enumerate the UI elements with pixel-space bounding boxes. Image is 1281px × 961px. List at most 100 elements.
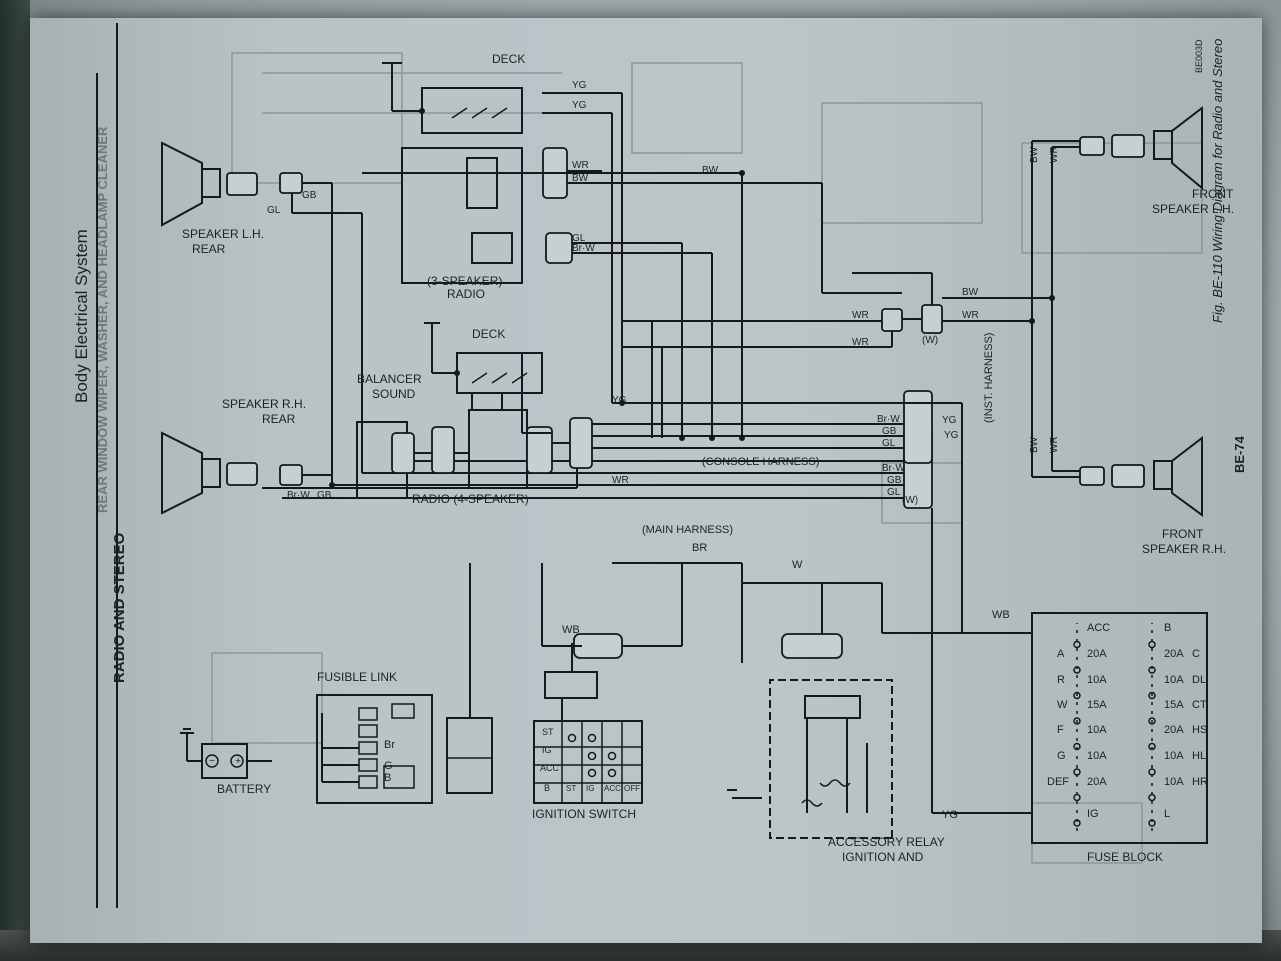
rear-speaker-lh-plug	[279, 172, 303, 194]
wire-brw-con: Br·W	[877, 414, 900, 425]
wire-yg-con: YG	[942, 415, 957, 426]
fuse-r-1: 20A	[1164, 648, 1184, 660]
fuse-rt-5: HL	[1192, 750, 1206, 762]
fuse-r-3: 15A	[1164, 699, 1184, 711]
wire-wr-r3: WR	[572, 160, 589, 171]
fuse-terminal	[1148, 717, 1156, 725]
wire-bw-top: BW	[702, 165, 719, 176]
fuse-lt-6: DEF	[1047, 776, 1069, 788]
wire-wr-inst2: WR	[852, 337, 869, 348]
fusible-link-box	[316, 694, 433, 804]
fusible-link-group: Br G B FUSIBLE LINK	[316, 670, 433, 804]
fuse-lt-5: G	[1057, 750, 1066, 762]
relay-dashed-box	[769, 679, 893, 839]
ign-row-ig: IG	[542, 745, 552, 755]
rear-speaker-lh-connector	[226, 172, 258, 196]
wire-yg-1: YG	[942, 809, 958, 821]
fuse-terminal	[1073, 793, 1081, 802]
front-speaker-rh-group: FRONT SPEAKER R.H. BW WR	[1029, 298, 1226, 556]
radio-3sp-plug	[466, 157, 498, 209]
fusible-code-br: Br	[384, 739, 395, 751]
fuse-rt-4: HS	[1192, 724, 1207, 736]
page-heading: RADIO AND STEREO	[111, 532, 128, 683]
fusible-code-g: G	[384, 760, 393, 772]
figure-caption: Fig. BE-110 Wiring Diagram for Radio and…	[1210, 39, 1225, 323]
rear-sp-lh-line1: REAR	[192, 242, 226, 256]
wire-bw-inst: BW	[962, 287, 979, 298]
rear-sp-lh-line2: SPEAKER L.H.	[182, 227, 264, 241]
rear-speaker-lh-group: REAR SPEAKER L.H. GB GL	[161, 141, 363, 473]
inst-connector-b	[881, 308, 903, 332]
wire-brw-r3: Br·W	[572, 243, 595, 254]
fuse-l-4: 10A	[1087, 724, 1107, 736]
relay-label-line2: ACCESSORY RELAY	[828, 835, 945, 849]
bus-wiring	[329, 92, 1055, 633]
fuse-r-2: 10A	[1164, 674, 1184, 686]
wire-brw-main: Br·W	[882, 463, 905, 474]
wire-gl-r3: GL	[572, 233, 586, 244]
fuse-l-1: 20A	[1087, 648, 1107, 660]
wire-bw-r3: BW	[572, 173, 589, 184]
fuse-terminal	[1073, 640, 1081, 649]
deck-top-box	[421, 87, 523, 134]
w-inst-label: (W)	[922, 335, 938, 346]
ign-row-st: ST	[542, 727, 554, 737]
radio-3sp-jack	[471, 232, 513, 264]
deck-mid-label: DECK	[472, 327, 505, 341]
radio-4sp-group: RADIO (4-SPEAKER) SOUND BALANCER DECK	[356, 322, 553, 506]
deck-mid-box	[456, 352, 543, 394]
fuse-right-labels: B 20A 10A 15A 20A 10A 10A L C DL CT HS H…	[1164, 622, 1208, 820]
radio-3sp-box	[401, 147, 523, 284]
fuse-terminal	[1148, 640, 1156, 649]
relay-label-line1: IGNITION AND	[842, 850, 924, 864]
section-title: Body Electrical System	[72, 229, 91, 403]
front-speaker-lh-magnet	[1153, 130, 1173, 160]
radio-4sp-conn-a	[526, 426, 553, 474]
rear-sp-rh-line1: REAR	[262, 412, 296, 426]
fuse-r-6: 10A	[1164, 776, 1184, 788]
radio-4sp-label: RADIO (4-SPEAKER)	[412, 492, 529, 506]
wire-wr-fl: WR	[1049, 146, 1060, 163]
wire-yg-deck1: YG	[572, 80, 587, 91]
wire-gb-con: GB	[882, 426, 897, 437]
fuse-terminal	[1148, 691, 1156, 700]
balancer-line2: BALANCER	[357, 372, 422, 386]
front-speaker-rh-cone	[1171, 435, 1203, 517]
fuse-l-2: 10A	[1087, 674, 1107, 686]
fuse-lt-3: W	[1057, 699, 1068, 711]
main-harness-label: (MAIN HARNESS)	[642, 524, 733, 536]
fuse-rt-1: C	[1192, 648, 1200, 660]
radio-3sp-line2: (3-SPEAKER)	[427, 274, 502, 288]
fuse-terminal	[1073, 717, 1081, 725]
fusible-link-label: FUSIBLE LINK	[317, 670, 397, 684]
wire-gb-rl: GB	[302, 190, 317, 201]
balancer-line1: SOUND	[372, 387, 416, 401]
wire-gl-main: GL	[887, 487, 901, 498]
book-spine-edge	[0, 0, 30, 961]
fuse-left-labels: ACC 20A 10A 15A 10A 10A 20A IG A R W F G…	[1047, 622, 1110, 820]
wire-wb-2: WB	[562, 624, 580, 636]
fuse-r-4: 20A	[1164, 724, 1184, 736]
fuse-l-7: IG	[1087, 808, 1099, 820]
wire-wr-inst3: WR	[962, 310, 979, 321]
ignition-switch-table	[533, 720, 643, 804]
rear-speaker-lh-magnet	[201, 168, 221, 198]
battery-label: BATTERY	[217, 782, 271, 796]
ignition-switch-group: ST IG ACC B ST IG ACC OFF IGNITION SWITC…	[532, 643, 643, 821]
power-wiring: WB W BR WB YG	[541, 508, 1032, 821]
fuse-lt-1: A	[1057, 648, 1065, 660]
fuse-l-5: 10A	[1087, 750, 1107, 762]
front-speaker-lh-plug	[1079, 136, 1105, 156]
wire-bw-fl: BW	[1029, 146, 1040, 163]
fuse-block-label: FUSE BLOCK	[1087, 850, 1163, 864]
battery-group: + − BATTERY	[180, 728, 272, 796]
rear-speaker-rh-group: REAR SPEAKER R.H. GB Br·W	[161, 198, 333, 515]
fuse-r-7: L	[1164, 808, 1170, 820]
wire-wb-1: WB	[992, 609, 1010, 621]
wire-wr-inst1: WR	[852, 310, 869, 321]
console-connector-a	[569, 417, 593, 469]
fusible-code-b: B	[384, 772, 391, 784]
radio-4sp-conn-b	[431, 426, 455, 474]
sound-balancer-connector	[391, 432, 415, 474]
deck-top-label: DECK	[492, 52, 525, 66]
